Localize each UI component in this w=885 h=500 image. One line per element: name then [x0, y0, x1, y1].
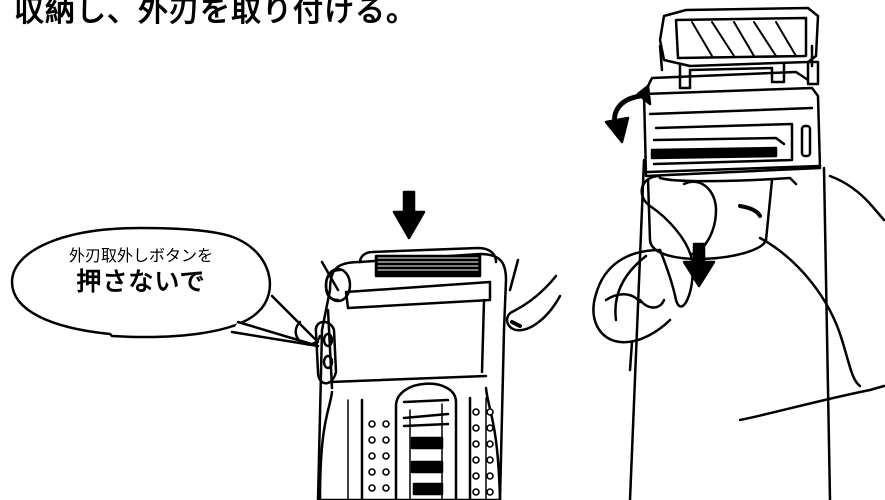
- grip-dots-right: [473, 409, 493, 495]
- shaver-side: [630, 8, 830, 500]
- fingers-right: [507, 260, 560, 330]
- hand-holding-shaver: [593, 176, 884, 420]
- grip-dots-left: [369, 421, 389, 491]
- down-arrow-icon: [394, 192, 424, 238]
- callout-caption: 外刃取外しボタンを: [10, 246, 272, 266]
- callout-warning: 押さないで: [10, 266, 272, 297]
- callout-text: 外刃取外しボタンを 押さないで: [10, 246, 272, 297]
